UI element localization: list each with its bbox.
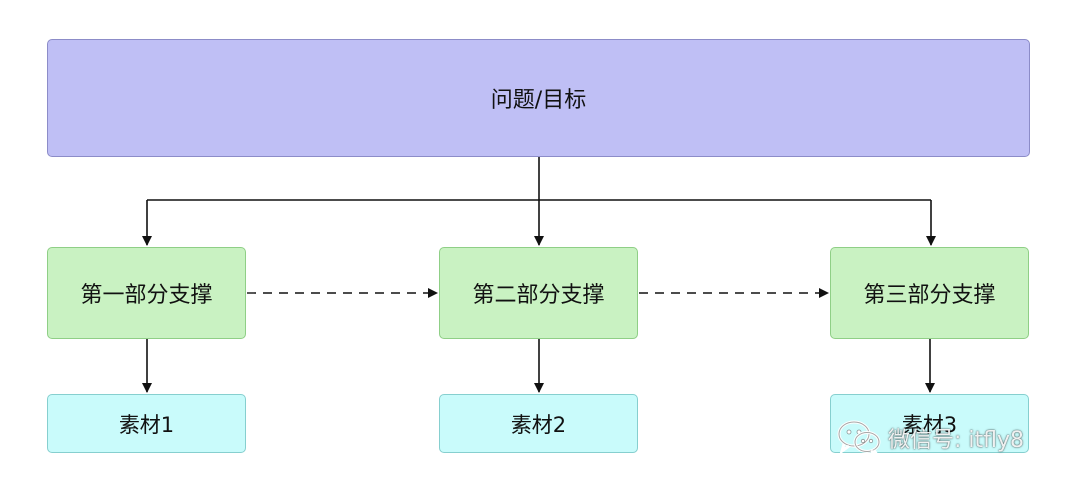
material-node-2[interactable]: 素材2 bbox=[439, 394, 638, 453]
goal-label: 问题/目标 bbox=[490, 88, 587, 113]
support-label-1: 第一部分支撑 bbox=[80, 283, 213, 308]
material-label-3: 素材3 bbox=[901, 412, 958, 437]
material-label-1: 素材1 bbox=[118, 412, 175, 437]
support-node-1[interactable]: 第一部分支撑 bbox=[47, 247, 246, 339]
material-label-2: 素材2 bbox=[510, 412, 567, 437]
support-label-3: 第三部分支撑 bbox=[863, 283, 996, 308]
material-node-3[interactable]: 素材3 bbox=[830, 394, 1029, 453]
goal-node[interactable]: 问题/目标 bbox=[47, 39, 1030, 157]
support-node-2[interactable]: 第二部分支撑 bbox=[439, 247, 638, 339]
support-node-3[interactable]: 第三部分支撑 bbox=[830, 247, 1029, 339]
material-node-1[interactable]: 素材1 bbox=[47, 394, 246, 453]
support-label-2: 第二部分支撑 bbox=[472, 283, 605, 308]
